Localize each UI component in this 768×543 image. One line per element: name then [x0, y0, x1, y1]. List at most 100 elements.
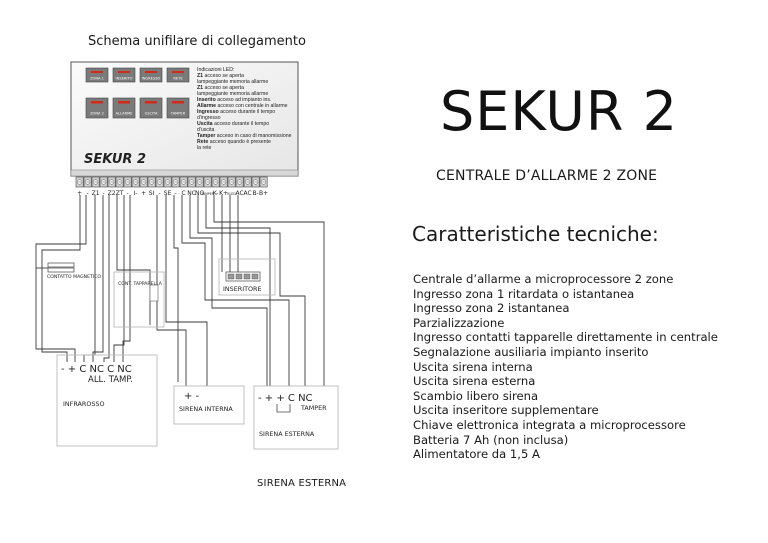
sirena-interna-terminals: + -: [184, 391, 200, 402]
terminal-screw: [75, 176, 84, 188]
wire-z1-common: [92, 195, 104, 362]
sirena-interna-device: + - SIRENA INTERNA: [173, 385, 245, 425]
led-ingresso: INGRESSO: [139, 67, 163, 83]
terminal-label: K+: [219, 190, 228, 197]
svg-text:Indicazioni LED:: Indicazioni LED:: [197, 67, 235, 73]
terminal-screw: [123, 176, 132, 188]
svg-text:la rete: la rete: [197, 145, 212, 151]
terminal-screw: [139, 176, 148, 188]
inseritore: INSERITORE: [218, 258, 276, 296]
terminal-label: AC: [235, 190, 243, 197]
led-row-top: ZONA 1 INSERITO INGRESSO RETE: [85, 67, 190, 83]
led-zona2: ZONA 2: [85, 97, 109, 119]
terminal-label: I-: [134, 190, 138, 197]
spec-item: Ingresso zona 1 ritardata o istantanea: [413, 286, 635, 301]
spec-item: Chiave elettronica integrata a microproc…: [413, 417, 686, 432]
sirena-esterna-jumper: [276, 404, 291, 413]
terminal-label: ZT: [116, 190, 124, 197]
svg-text:Z1 acceso se aperta: Z1 acceso se aperta: [197, 73, 244, 79]
contatto-tapparella: CONT. TAPPARELLA: [113, 271, 165, 328]
spec-item: Segnalazione ausiliaria impianto inserit…: [413, 344, 649, 359]
led-label: ZONA 2: [90, 112, 104, 116]
terminal-screw: [179, 176, 188, 188]
wire-tamper: [213, 195, 325, 386]
led-label: USCITA: [145, 112, 158, 116]
svg-text:lampeggiante memoria allarme: lampeggiante memoria allarme: [197, 79, 268, 85]
terminal-screw: [99, 176, 108, 188]
led-rete: RETE: [166, 67, 190, 83]
svg-text:Ingresso acceso durante il tem: Ingresso acceso durante il tempo: [197, 109, 275, 115]
spec-item: Centrale d’allarme a microprocessore 2 z…: [413, 272, 674, 286]
terminal-label: B+: [259, 190, 268, 197]
svg-text:d'uscita: d'uscita: [197, 127, 215, 133]
terminal-label: NO: [195, 190, 204, 197]
terminal-block: [75, 176, 268, 188]
schema-title: Schema unifilare di collegamento: [88, 34, 306, 49]
product-title: SEKUR 2: [440, 80, 678, 143]
terminal-screw: [219, 176, 228, 188]
terminal-screw: [243, 176, 252, 188]
terminal-label: Z2: [108, 190, 116, 197]
wire-si-plus: [156, 195, 187, 386]
infrarosso-device: - + C NC C NC ALL. TAMP. INFRAROSSO: [56, 354, 158, 447]
terminal-screw: [107, 176, 116, 188]
terminal-label: -: [159, 190, 161, 197]
terminal-screw: [131, 176, 140, 188]
terminal-screw: [259, 176, 268, 188]
led-legend: Indicazioni LED: Z1 acceso se aperta lam…: [197, 67, 292, 151]
svg-text:Inserito acceso ad impianto in: Inserito acceso ad impianto ins.: [197, 97, 271, 103]
led-label: TAMPER: [170, 112, 186, 116]
led-label: INSERITO: [116, 77, 133, 81]
terminal-screw: [187, 176, 196, 188]
inseritore-label: INSERITORE: [223, 285, 262, 293]
wire-infrarosso-minus: [35, 195, 87, 362]
terminal-screw: [115, 176, 124, 188]
spec-item: Parzializzazione: [413, 315, 505, 330]
wire-c: [189, 195, 268, 386]
terminal-label: NC: [187, 190, 196, 197]
wire-si-minus: [165, 195, 208, 386]
spec-item: Uscita sirena interna: [413, 359, 533, 374]
led-row-bottom: ZONA 2 ALLARME USCITA TAMPER: [85, 97, 190, 119]
wire-se-minus: [181, 195, 290, 386]
wire-z2: [103, 195, 110, 362]
terminal-label: SI: [149, 190, 155, 197]
panel-base: [70, 169, 299, 177]
spec-item: Uscita inseritore supplementare: [413, 403, 599, 418]
terminal-label: AC: [243, 190, 251, 197]
led-label: ALLARME: [116, 112, 134, 116]
infrarosso-sublabel: ALL. TAMP.: [88, 375, 133, 385]
terminal-screw: [251, 176, 260, 188]
spec-item: Scambio libero sirena: [413, 388, 539, 403]
terminal-label: +: [77, 190, 82, 197]
terminal-label: -: [103, 190, 105, 197]
product-subtitle: CENTRALE D’ALLARME 2 ZONE: [436, 168, 658, 184]
spec-item: Uscita sirena esterna: [413, 374, 536, 389]
terminal-label: B-: [252, 190, 258, 197]
terminal-label: -: [127, 190, 129, 197]
led-label: ZONA 1: [90, 77, 104, 81]
wire-nc: [197, 195, 306, 386]
contatto-magnetico: CONTATTO MAGNETICO: [47, 262, 101, 280]
bottom-caption: SIRENA ESTERNA: [257, 478, 347, 489]
terminal-label: C: [181, 190, 185, 197]
wire-infrarosso-plus: [41, 195, 81, 362]
led-inserito: INSERITO: [112, 67, 136, 83]
sirena-esterna-device: - + + C NC TAMPER SIRENA ESTERNA: [253, 385, 339, 450]
spec-item: Batteria 7 Ah (non inclusa): [413, 432, 569, 447]
terminal-screw: [163, 176, 172, 188]
terminal-screw: [203, 176, 212, 188]
sirena-esterna-terminals: - + + C NC: [258, 393, 313, 404]
led-zona1: ZONA 1: [85, 67, 109, 83]
terminal-label: SE: [164, 190, 172, 197]
panel-brand-logo: SEKUR 2: [84, 152, 146, 167]
led-label: INGRESSO: [142, 77, 161, 81]
terminal-screw: [235, 176, 244, 188]
svg-text:Allarme acceso con centrale in: Allarme acceso con centrale in allarme: [197, 103, 288, 109]
terminal-screw: [83, 176, 92, 188]
terminal-label: Z1: [92, 190, 100, 197]
terminal-screw: [171, 176, 180, 188]
wire-zt-common: [122, 195, 131, 362]
svg-text:lampeggiante memoria allarme: lampeggiante memoria allarme: [197, 91, 268, 97]
wiring: [35, 195, 325, 386]
